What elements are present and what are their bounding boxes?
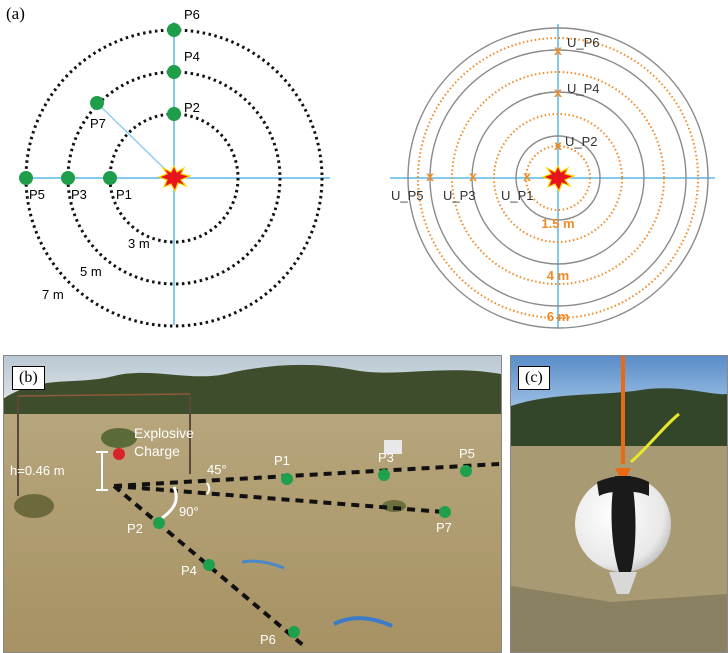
label-P6: P6: [184, 7, 200, 22]
angle-90-arc: [161, 486, 178, 520]
ground: [4, 414, 501, 652]
panel-a-label: (a): [6, 4, 25, 23]
label-U_P6: U_P6: [567, 35, 600, 50]
ground-slope: [511, 586, 727, 652]
label-U_P1: U_P1: [501, 188, 534, 203]
photo-label-P4: P4: [181, 563, 197, 578]
radius-label-1-5m: 1.5 m: [541, 216, 574, 231]
photo-label-P5: P5: [459, 446, 475, 461]
radius-label-7m: 7 m: [42, 287, 64, 302]
right-orange-circle-outer: [417, 37, 699, 319]
sphere-tape-diagonal: [597, 476, 623, 496]
right-explosion-icon: [541, 164, 576, 193]
label-U_P3: U_P3: [443, 188, 476, 203]
shrub: [101, 428, 137, 448]
label-P5: P5: [29, 187, 45, 202]
label-U_P2: U_P2: [565, 134, 598, 149]
marker-P2: [167, 107, 181, 121]
right-gray-circle-3: [429, 49, 687, 307]
angle-45-label: 45°: [207, 462, 227, 477]
photo-marker-P2: [153, 517, 165, 529]
radius-label-3m: 3 m: [128, 236, 150, 251]
panel-b-label: (b): [12, 366, 45, 390]
label-P4: P4: [184, 49, 200, 64]
photo-marker-P7: [439, 506, 451, 518]
sphere-tape-band: [611, 476, 636, 572]
hills: [511, 388, 727, 452]
ground-mark: [333, 616, 393, 628]
marker-U_P4: x: [554, 84, 562, 100]
angle-90-label: 90°: [179, 504, 199, 519]
shrub: [14, 494, 54, 518]
label-U_P4: U_P4: [567, 81, 600, 96]
marker-P4: [167, 65, 181, 79]
left-sensor-layout-diagram: P6 P4 P2 P7 P5 P3 P1 3 m 5 m 7 m: [19, 7, 330, 328]
sphere-tie: [615, 468, 631, 476]
right-gray-circle-4: [407, 27, 709, 329]
ground-mark: [241, 559, 285, 570]
radius-label-6m: 6 m: [547, 309, 569, 324]
label-P2: P2: [184, 100, 200, 115]
frame-top-bar: [17, 393, 191, 397]
photo-label-P2: P2: [127, 521, 143, 536]
angle-45-arc: [206, 482, 211, 495]
marker-U_P5: x: [426, 168, 434, 184]
right-gray-circle-2: [471, 91, 645, 265]
charge-label-line2: Charge: [134, 443, 180, 459]
radius-label-4m: 4 m: [547, 268, 569, 283]
right-orange-circle-4m: [493, 113, 623, 243]
photo-b-field-setup: Explosive Charge h=0.46 m 45° 90° P1 P3 …: [3, 355, 502, 653]
right-orange-circle-1-5m: [525, 145, 591, 211]
marker-P5: [19, 171, 33, 185]
photo-c-scene: [511, 356, 727, 652]
sphere-tape-diagonal-2: [625, 476, 649, 496]
left-p7-radial-line: [96, 102, 175, 179]
explosive-charge-marker: [113, 448, 125, 460]
marker-U_P6: x: [554, 42, 562, 58]
radius-label-5m: 5 m: [80, 264, 102, 279]
treeline: [4, 364, 501, 418]
marker-U_P2: x: [554, 137, 562, 153]
yellow-fuse: [629, 412, 680, 464]
label-P1: P1: [116, 187, 132, 202]
right-gray-circle-1: [515, 135, 601, 221]
photo-marker-P6: [288, 626, 300, 638]
marker-P6: [167, 23, 181, 37]
marker-U_P3: x: [469, 168, 477, 184]
marker-U_P1: x: [523, 168, 531, 184]
photo-c-charge-closeup: (c): [510, 355, 728, 653]
photo-label-P1: P1: [274, 453, 290, 468]
marker-P1: [103, 171, 117, 185]
photo-marker-P4: [203, 559, 215, 571]
sphere-base: [609, 572, 637, 594]
photo-label-P7: P7: [436, 520, 452, 535]
label-P7: P7: [90, 116, 106, 131]
label-U_P5: U_P5: [391, 188, 424, 203]
photo-marker-P3: [378, 469, 390, 481]
label-P3: P3: [71, 187, 87, 202]
photo-b-scene: Explosive Charge h=0.46 m 45° 90° P1 P3 …: [4, 356, 501, 652]
photo-label-P6: P6: [260, 632, 276, 647]
box: [384, 440, 402, 454]
left-explosion-icon: [157, 164, 192, 193]
height-label: h=0.46 m: [10, 463, 65, 478]
marker-P3: [61, 171, 75, 185]
panel-c-label: (c): [518, 366, 550, 390]
right-orange-circle-6m: [451, 71, 665, 285]
marker-P7: [90, 96, 104, 110]
charge-label-line1: Explosive: [134, 425, 194, 441]
photo-marker-P5: [460, 465, 472, 477]
right-sensor-layout-diagram: x x x x x x U_P6 U_P4 U_P2 U_P5 U_P3 U_P…: [390, 24, 715, 329]
photo-label-P3: P3: [378, 450, 394, 465]
photo-marker-P1: [281, 473, 293, 485]
